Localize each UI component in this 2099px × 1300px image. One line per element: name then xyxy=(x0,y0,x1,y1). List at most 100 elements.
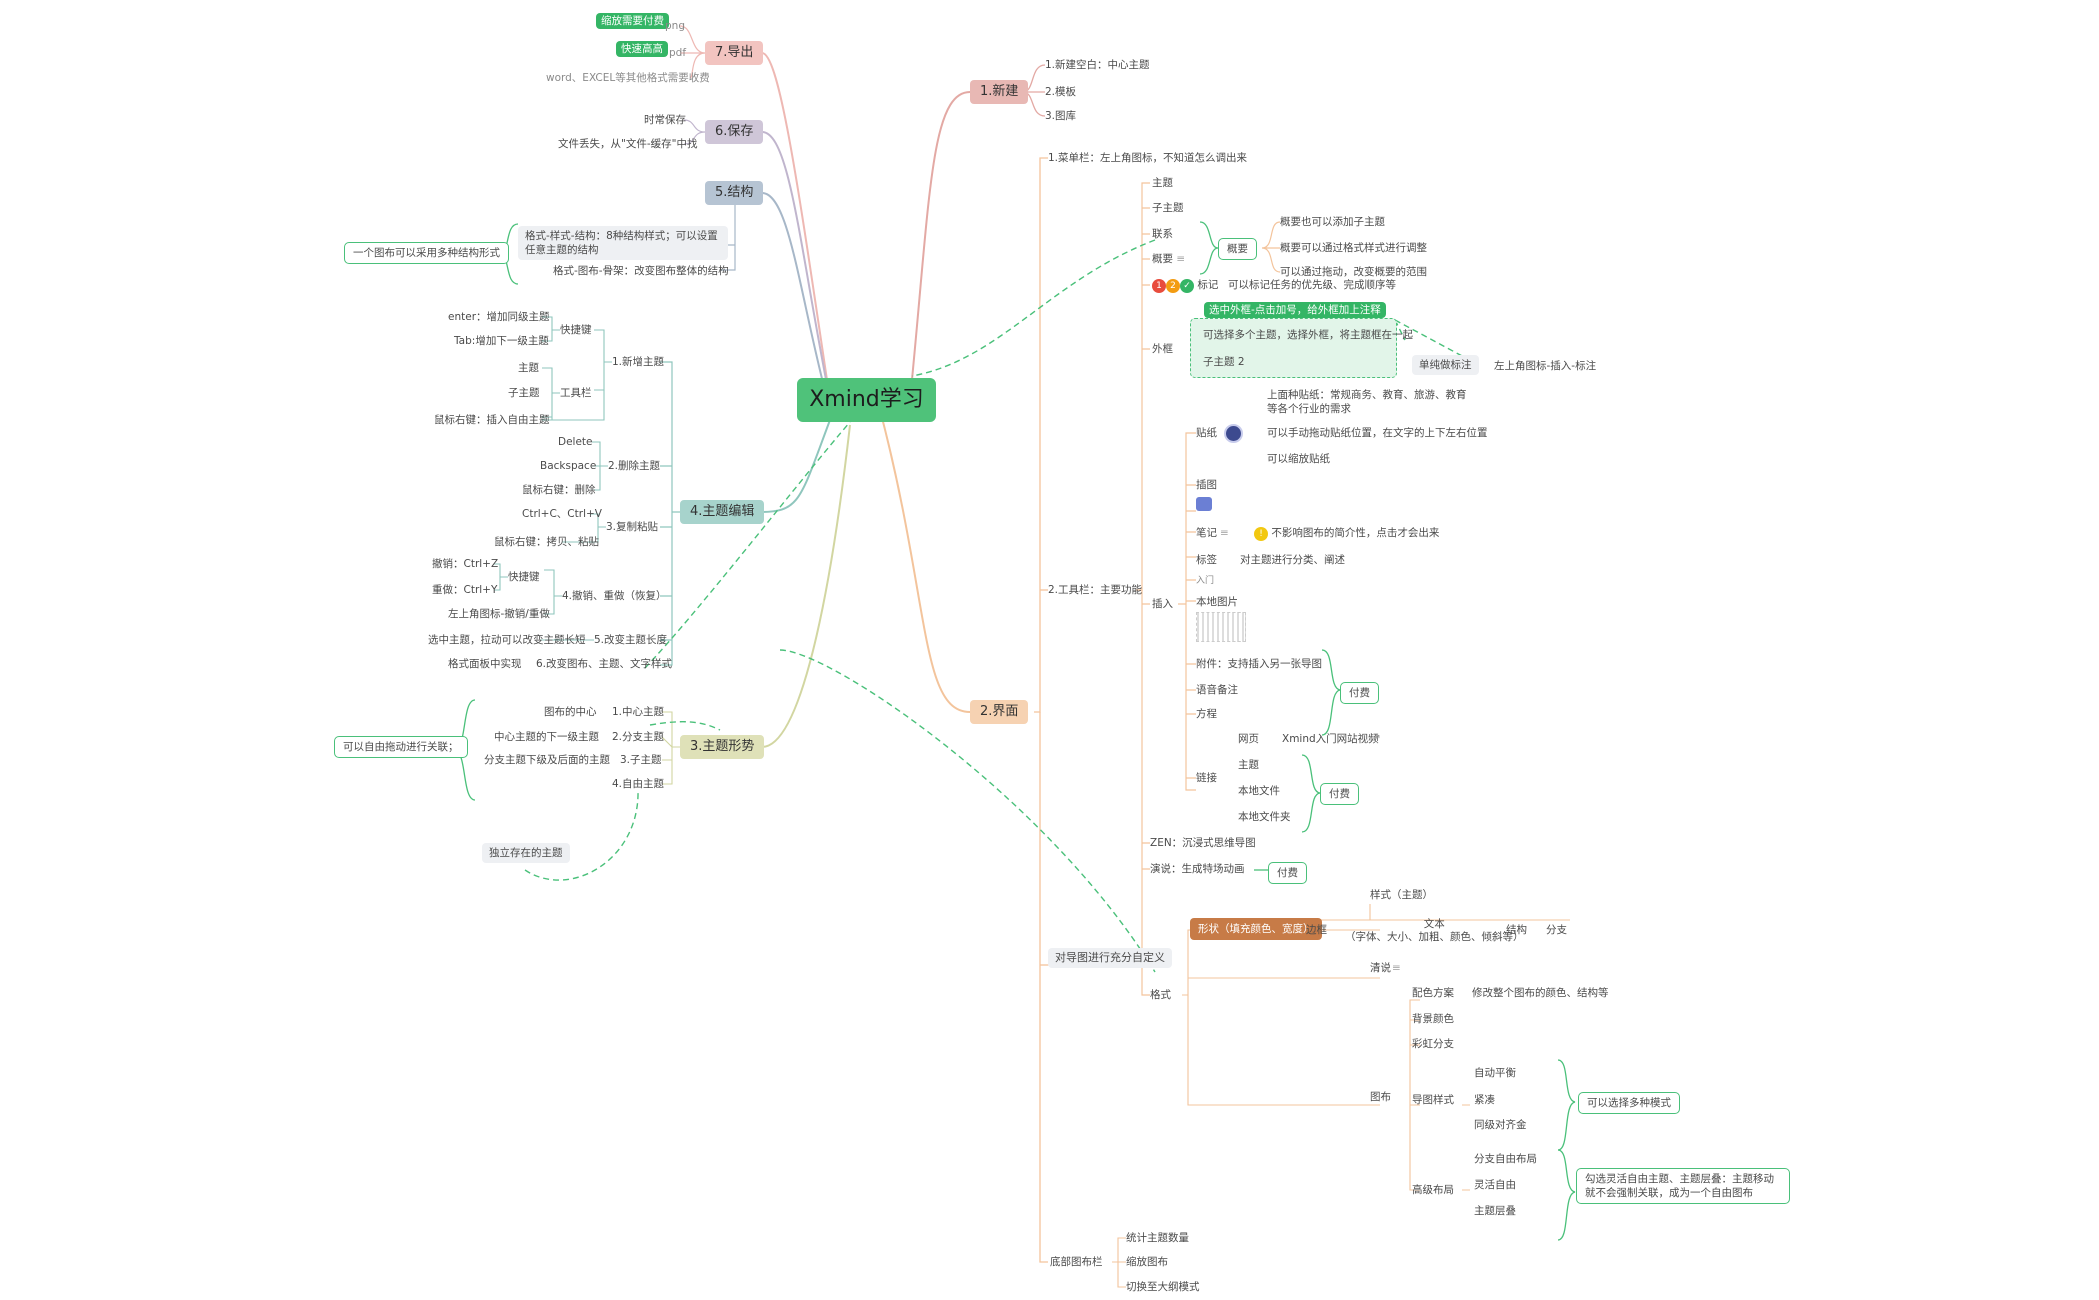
xingshi-item-3[interactable]: 3.子主题 xyxy=(620,754,662,766)
branch-xinjian[interactable]: 1.新建 xyxy=(970,80,1029,104)
gj-item-2[interactable]: 灵活自由 xyxy=(1474,1179,1516,1191)
waikuang[interactable]: 外框 xyxy=(1152,343,1173,355)
yuyin[interactable]: 语音备注 xyxy=(1196,684,1238,696)
s1-zizhuti[interactable]: 子主题 xyxy=(508,387,540,399)
s2-delete[interactable]: Delete xyxy=(558,436,593,448)
kexuan[interactable]: 可以选择多种模式 xyxy=(1578,1092,1680,1114)
dt-item-2[interactable]: 紧凑 xyxy=(1474,1094,1495,1106)
png[interactable]: png xyxy=(665,20,685,32)
duli-zhuti[interactable]: 独立存在的主题 xyxy=(482,843,570,863)
s4-kuaijie[interactable]: 快捷键 xyxy=(508,571,540,583)
png-tag[interactable]: 缩放需要付费 xyxy=(596,13,669,29)
biankuang[interactable]: 边框 xyxy=(1306,924,1327,936)
pdf-tag[interactable]: 快速高高 xyxy=(616,41,668,57)
xingshi-desc-2[interactable]: 中心主题的下一级主题 xyxy=(494,731,599,743)
biaoji-desc[interactable]: 可以标记任务的优先级、完成顺序等 xyxy=(1228,279,1396,291)
s1-shubiao[interactable]: 鼠标右键：插入自由主题 xyxy=(434,414,550,426)
s1-kuaijie[interactable]: 快捷键 xyxy=(560,324,592,336)
xingshi-item-2[interactable]: 2.分支主题 xyxy=(612,731,665,743)
lianjie-item-2[interactable]: 本地文件 xyxy=(1238,785,1280,797)
fujian[interactable]: 附件：支持插入另一张导图 xyxy=(1196,658,1322,670)
fufei-2[interactable]: 付费 xyxy=(1320,783,1359,805)
xingshi-note[interactable]: 可以自由拖动进行关联； xyxy=(334,736,468,758)
xinjian-item-2[interactable]: 2.模板 xyxy=(1045,86,1077,98)
caihong[interactable]: 彩虹分支 xyxy=(1412,1038,1454,1050)
xinjian-item-1[interactable]: 1.新建空白：中心主题 xyxy=(1045,59,1150,71)
dibu[interactable]: 底部图布栏 xyxy=(1050,1256,1103,1268)
biji-desc[interactable]: ! 不影响图布的简介性，点击才会出来 xyxy=(1254,526,1439,541)
dt-item-3[interactable]: 同级对齐金 xyxy=(1474,1119,1527,1131)
xingshi-item-1[interactable]: 1.中心主题 xyxy=(612,706,665,718)
s2-backspace[interactable]: Backspace xyxy=(540,460,597,472)
branch-zhuti-bianji[interactable]: 4.主题编辑 xyxy=(680,500,765,524)
central-topic[interactable]: Xmind学习 xyxy=(797,378,936,422)
s4-zuoshang[interactable]: 左上角图标-撤销/重做 xyxy=(448,608,550,620)
word-export[interactable]: word、EXCEL等其他格式需要收费 xyxy=(546,72,710,84)
peise-desc[interactable]: 修改整个图布的颜色、结构等 xyxy=(1472,987,1609,999)
gaiyao-item-3[interactable]: 可以通过拖动，改变概要的范围 xyxy=(1280,266,1427,278)
s3-shubiao[interactable]: 鼠标右键：拷贝、粘贴 xyxy=(494,536,599,548)
jiegou-item-1[interactable]: 格式-样式-结构：8种结构样式；可以设置任意主题的结构 xyxy=(518,226,728,260)
daotu-yangshi[interactable]: 导图样式 xyxy=(1412,1094,1454,1106)
biaoqian-desc[interactable]: 对主题进行分类、阐述 xyxy=(1240,554,1345,566)
xingshi-item-4[interactable]: 4.自由主题 xyxy=(612,778,665,790)
tubu[interactable]: 图布 xyxy=(1370,1091,1391,1103)
s1-tab[interactable]: Tab:增加下一级主题 xyxy=(454,335,549,347)
branch-jiemian[interactable]: 2.界面 xyxy=(970,700,1029,724)
baocun-item-1[interactable]: 时常保存 xyxy=(644,114,686,126)
gongju-lan[interactable]: 2.工具栏：主要功能 xyxy=(1048,584,1143,596)
gaiyao-item-1[interactable]: 概要也可以添加子主题 xyxy=(1280,216,1385,228)
branch-daochu[interactable]: 7.导出 xyxy=(705,41,764,65)
fufei-1[interactable]: 付费 xyxy=(1340,682,1379,704)
waikuang-sub[interactable]: 子主题 2 xyxy=(1203,356,1245,368)
s3-fuzhi[interactable]: 3.复制粘贴 xyxy=(606,521,659,533)
gaoji[interactable]: 高级布局 xyxy=(1412,1184,1454,1196)
gaiyao-item-2[interactable]: 概要可以通过格式样式进行调整 xyxy=(1280,242,1427,254)
geshi[interactable]: 格式 xyxy=(1150,989,1171,1001)
lianjie-item-1[interactable]: 主题 xyxy=(1238,759,1259,771)
waikuang-frame[interactable] xyxy=(1190,318,1397,378)
gj-item-1[interactable]: 分支自由布局 xyxy=(1474,1153,1537,1165)
s4-chexiao[interactable]: 4.撤销、重做（恢复） xyxy=(562,590,667,602)
tiezhi-item-1[interactable]: 上面种贴纸：常规商务、教育、旅游、教育等各个行业的需求 xyxy=(1267,388,1467,416)
biaoqian[interactable]: 标签 xyxy=(1196,554,1217,566)
danchun-biaozhu[interactable]: 单纯做标注 xyxy=(1412,355,1479,375)
wangye-desc[interactable]: Xmind入门网站视频 xyxy=(1282,733,1379,745)
gj-desc[interactable]: 勾选灵活自由主题、主题层叠：主题移动就不会强制关联，成为一个自由图布 xyxy=(1576,1168,1790,1204)
dibu-item-3[interactable]: 切换至大纲模式 xyxy=(1126,1281,1200,1293)
g1-gaiyao[interactable]: 概要 ≡ xyxy=(1152,252,1185,266)
dt-item-1[interactable]: 自动平衡 xyxy=(1474,1067,1516,1079)
biji[interactable]: 笔记 xyxy=(1196,527,1217,539)
yanshuo[interactable]: 演说：生成特场动画 xyxy=(1150,863,1245,875)
tiezhi-item-3[interactable]: 可以缩放贴纸 xyxy=(1267,453,1330,465)
tiezhi[interactable]: 贴纸 xyxy=(1196,427,1217,439)
dibu-item-1[interactable]: 统计主题数量 xyxy=(1126,1232,1189,1244)
rumen[interactable]: 入门 xyxy=(1196,576,1215,586)
s5-changdu[interactable]: 5.改变主题长度 xyxy=(594,634,668,646)
charu[interactable]: 插入 xyxy=(1152,598,1173,610)
s2-shubiao[interactable]: 鼠标右键：删除 xyxy=(522,484,596,496)
branch-baocun[interactable]: 6.保存 xyxy=(705,120,764,144)
dibu-item-2[interactable]: 缩放图布 xyxy=(1126,1256,1168,1268)
g1-zhuti[interactable]: 主题 xyxy=(1152,177,1173,189)
s1-gongjulan[interactable]: 工具栏 xyxy=(560,387,592,399)
fufei-3[interactable]: 付费 xyxy=(1268,862,1307,884)
bendi-tupian[interactable]: 本地图片 xyxy=(1196,596,1238,608)
xingshi-desc-1[interactable]: 图布的中心 xyxy=(544,706,597,718)
qingshuo[interactable]: 清说 xyxy=(1370,962,1391,974)
jiegou-f[interactable]: 结构 xyxy=(1506,924,1527,936)
branch-jiegou[interactable]: 5.结构 xyxy=(705,181,764,205)
yangshi[interactable]: 样式（主题） xyxy=(1370,889,1433,901)
baocun-item-2[interactable]: 文件丢失，从"文件-缓存"中找 xyxy=(558,138,698,150)
waikuang-desc[interactable]: 可选择多个主题，选择外框，将主题框在一起 xyxy=(1203,329,1413,341)
g1-zizhuti[interactable]: 子主题 xyxy=(1152,202,1184,214)
xingshi-desc-3[interactable]: 分支主题下级及后面的主题 xyxy=(484,754,610,766)
chatu[interactable]: 插图 xyxy=(1196,479,1217,491)
s6-desc[interactable]: 格式面板中实现 xyxy=(448,658,522,670)
s6-yangshi[interactable]: 6.改变图布、主题、文字样式 xyxy=(536,658,673,670)
lianjie-item-3[interactable]: 本地文件夹 xyxy=(1238,811,1291,823)
s1-zhuti[interactable]: 主题 xyxy=(518,362,539,374)
beijing[interactable]: 背景颜色 xyxy=(1412,1013,1454,1025)
